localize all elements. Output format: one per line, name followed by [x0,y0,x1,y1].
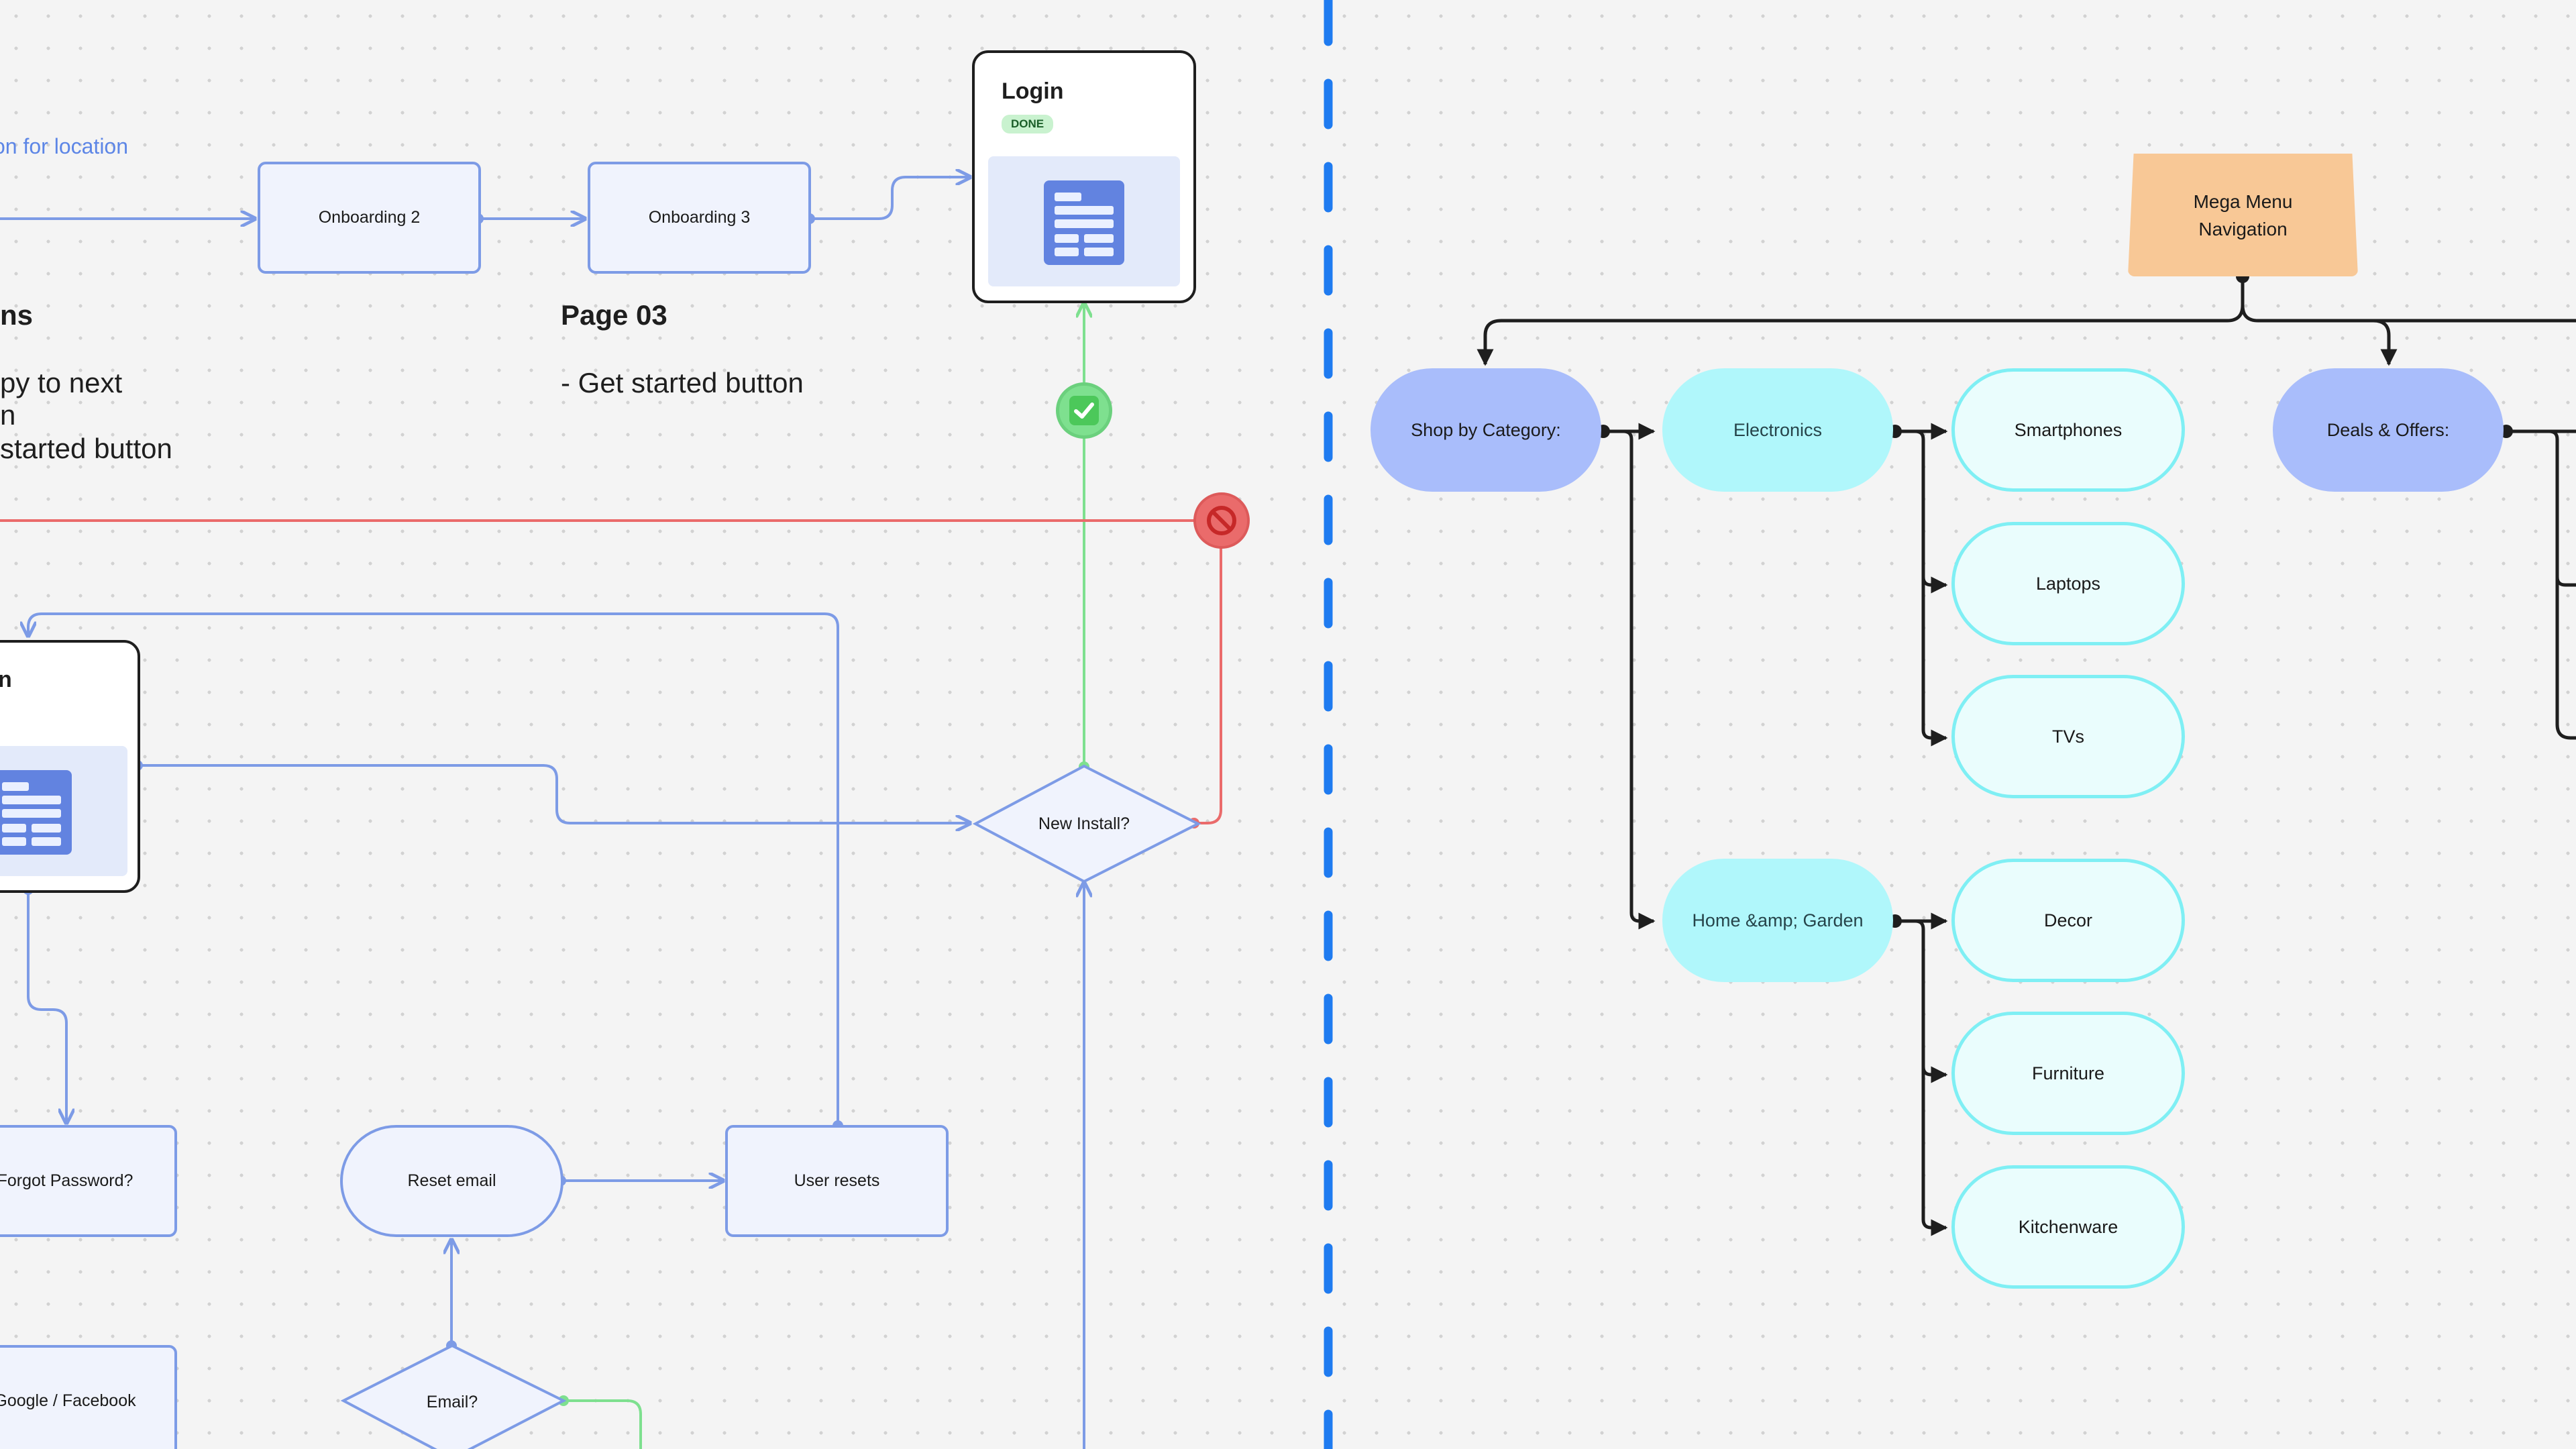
check-icon [1056,382,1112,439]
root-label-line-2: Navigation [2198,218,2288,239]
login-screen-preview [988,156,1180,286]
email-decision-label: Email? [426,1392,478,1411]
page-03-heading: Page 03 [561,299,667,331]
done-status-badge: DONE [1002,115,1054,133]
partial-card-title: n [0,667,12,692]
notes-heading-partial: ns [0,299,34,331]
edge-electronics-laptops [1915,429,1948,594]
location-link-text[interactable]: on for location [0,134,129,158]
partial-screen-card[interactable]: n [0,640,140,893]
edge-home-kitchenware [1921,1067,1948,1236]
notes-line-1: py to next [0,367,123,398]
notes-line-3: started button [0,433,172,464]
reset-email-node[interactable]: Reset email [340,1125,564,1237]
edge-home-furniture [1915,919,1948,1083]
edge-card-forgot-password [27,890,66,1123]
home-garden-node[interactable]: Home &amp; Garden [1662,859,1893,982]
document-icon [1044,180,1124,265]
no-entry-icon [1193,492,1250,549]
page-03-line-1: - Get started button [561,367,804,398]
partial-screen-preview [0,746,127,876]
edge-user-resets-card [28,612,839,1126]
onboarding-2-node[interactable]: Onboarding 2 [258,162,481,274]
new-install-decision[interactable] [973,763,1201,884]
new-install-label: New Install? [1038,814,1130,833]
edge-card-new-install [138,764,970,823]
edge-onboarding3-login [810,177,970,220]
notes-line-2: n [0,399,16,431]
deals-offers-node[interactable]: Deals & Offers: [2273,368,2504,492]
edge-email-green [564,1399,642,1449]
decor-node[interactable]: Decor [1951,859,2185,982]
tvs-node[interactable]: TVs [1951,675,2185,798]
edge-root-deals [2241,305,2398,366]
edge-root-categories [1477,276,2245,366]
edge-shop-home [1623,429,1656,930]
edge-deals-branch-mid [2555,576,2576,587]
mega-menu-root-node[interactable]: Mega Menu Navigation [2128,154,2358,276]
root-label-line-1: Mega Menu [2193,191,2293,212]
onboarding-3-node[interactable]: Onboarding 3 [588,162,811,274]
laptops-node[interactable]: Laptops [1951,522,2185,645]
login-card-title: Login [1002,78,1064,104]
edge-electronics-tvs [1921,577,1948,747]
google-facebook-node[interactable]: Google / Facebook [0,1345,177,1449]
login-screen-card[interactable]: Login DONE [972,50,1196,303]
email-decision[interactable] [341,1343,569,1449]
furniture-node[interactable]: Furniture [1951,1012,2185,1135]
mega-menu-board[interactable] [1328,0,2576,1449]
forgot-password-node[interactable]: Forgot Password? [0,1125,177,1237]
electronics-node[interactable]: Electronics [1662,368,1893,492]
edge-new-install-reject [1194,521,1222,824]
kitchenware-node[interactable]: Kitchenware [1951,1165,2185,1289]
user-resets-node[interactable]: User resets [725,1125,949,1237]
shop-by-category-node[interactable]: Shop by Category: [1371,368,1601,492]
edge-deals-branch [2548,429,2576,740]
smartphones-node[interactable]: Smartphones [1951,368,2185,492]
document-icon-partial [0,770,72,855]
